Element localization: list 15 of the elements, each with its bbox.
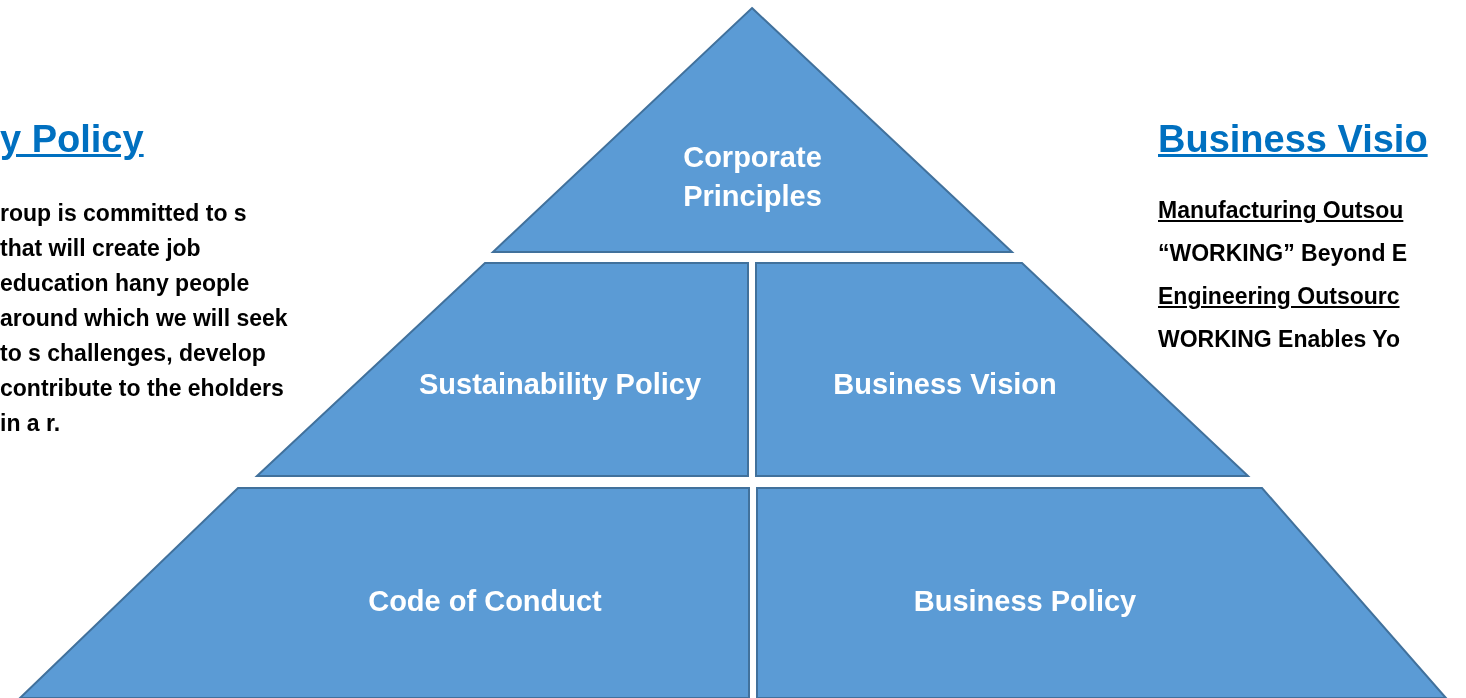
tier-label: Code of Conduct <box>367 584 603 619</box>
slogan-text: WORKING Enables Yo <box>1158 326 1400 353</box>
pyramid-tier-segment <box>757 488 1446 698</box>
tier-label: Business Policy <box>912 584 1138 619</box>
policy-paragraph: roup is committed to s that will create job education hany people around which we will seek to s challenges, develop contribute to the eholders in a r. <box>0 199 289 438</box>
pyramid-tier-segment <box>20 488 749 698</box>
section-heading: y Policy <box>0 118 144 161</box>
slogan-text: “WORKING” Beyond E <box>1158 240 1408 267</box>
link-text: Engineering Outsourc <box>1158 283 1400 310</box>
pyramid-top-triangle <box>493 8 1012 252</box>
section-heading: Business Visio <box>1158 118 1428 161</box>
link-text: Manufacturing Outsou <box>1158 197 1404 224</box>
tier-label: Business Vision <box>832 367 1058 402</box>
tier-label: Corporate Principles <box>682 140 823 215</box>
tier-label: Sustainability Policy <box>418 367 702 402</box>
